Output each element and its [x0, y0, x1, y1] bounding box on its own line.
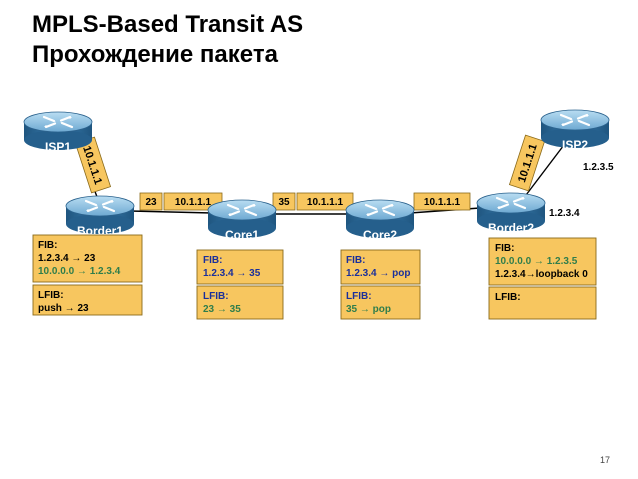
core2-fib-line-1: 1.2.3.4 → pop — [346, 268, 410, 279]
border1-fib-line-1: 1.2.3.4 → 23 — [38, 253, 96, 264]
router-border2-label: Border2 — [488, 221, 534, 235]
core2-fib-title: FIB: — [346, 255, 365, 266]
border1-lfib-title: LFIB: — [38, 290, 64, 301]
page-title: MPLS-Based Transit AS Прохождение пакета — [32, 10, 303, 70]
core2-tables: FIB: 1.2.3.4 → pop LFIB: 35 → pop — [340, 249, 421, 320]
packet-1-dest: 10.1.1.1 — [175, 197, 212, 208]
router-border1-label: Border1 — [77, 224, 123, 238]
packet-3: 10.1.1.1 — [413, 192, 471, 211]
core1-fib-line-1: 1.2.3.4 → 35 — [203, 268, 261, 279]
packet-2-label: 35 — [278, 197, 290, 208]
router-core2: Core2 — [344, 198, 416, 242]
router-isp2: ISP2 — [539, 108, 611, 152]
packet-2-dest: 10.1.1.1 — [307, 197, 344, 208]
isp2-link-label: 10.1.1.1 — [508, 134, 546, 192]
border2-lfib-title: LFIB: — [495, 292, 521, 303]
border2-fib-line-1: 10.0.0.0 → 1.2.3.5 — [495, 256, 578, 267]
link-border1-core1 — [129, 210, 213, 214]
core2-lfib-title: LFIB: — [346, 291, 372, 302]
router-core1: Core1 — [206, 198, 278, 242]
border1-lfib-line-1: push → 23 — [38, 303, 89, 314]
title-line-1: MPLS-Based Transit AS — [32, 11, 304, 38]
link-isp2-border2 — [519, 136, 571, 204]
router-border1: Border1 — [64, 194, 136, 238]
border2-fib-title: FIB: — [495, 243, 514, 254]
border1-tables: FIB: 1.2.3.4 → 23 10.0.0.0 → 1.2.3.4 LFI… — [32, 234, 143, 316]
border2-tables: FIB: 10.0.0.0 → 1.2.3.5 1.2.3.4→loopback… — [488, 237, 597, 320]
packet-2: 35 10.1.1.1 — [272, 192, 354, 211]
core1-lfib-title: LFIB: — [203, 291, 229, 302]
core2-lfib-line-1: 35 → pop — [346, 304, 391, 315]
packet-1-label: 23 — [145, 197, 157, 208]
border1-fib-title: FIB: — [38, 240, 57, 251]
isp2-address: 1.2.3.5 — [583, 162, 614, 173]
core1-fib-title: FIB: — [203, 255, 222, 266]
router-border2: Border2 — [475, 191, 547, 235]
isp1-link-label: 10.1.1.1 — [74, 136, 112, 194]
core1-lfib-line-1: 23 → 35 — [203, 304, 241, 315]
router-isp1: ISP1 — [22, 110, 94, 154]
title-line-2: Прохождение пакета — [32, 41, 278, 68]
router-core1-label: Core1 — [225, 228, 259, 242]
border2-address: 1.2.3.4 — [549, 208, 580, 219]
border2-fib-line-2: 1.2.3.4→loopback 0 — [495, 269, 588, 280]
router-isp1-label: ISP1 — [45, 140, 71, 154]
border1-fib-line-2: 10.0.0.0 → 1.2.3.4 — [38, 266, 121, 277]
page-number: 17 — [599, 455, 610, 465]
router-core2-label: Core2 — [363, 228, 397, 242]
router-isp2-label: ISP2 — [562, 138, 588, 152]
packet-3-dest: 10.1.1.1 — [424, 197, 461, 208]
core1-tables: FIB: 1.2.3.4 → 35 LFIB: 23 → 35 — [196, 249, 284, 320]
